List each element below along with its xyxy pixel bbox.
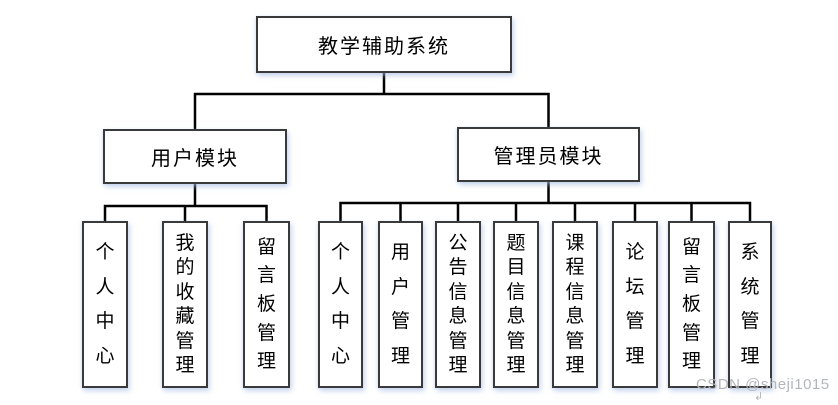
node-label-char: 留 xyxy=(256,235,276,258)
node-label-char: 理 xyxy=(175,354,195,377)
node-label-char: 人 xyxy=(330,275,350,298)
node-label-char: 课 xyxy=(565,231,585,254)
node-admin-announcement-info-management: 公告信息管理 xyxy=(435,221,481,388)
node-label-char: 人 xyxy=(95,275,115,298)
node-label-char: 户 xyxy=(390,275,410,298)
node-label-char: 目 xyxy=(506,256,526,279)
node-root: 教学辅助系统 xyxy=(256,16,512,73)
node-label-char: 系 xyxy=(740,241,760,264)
node-label-char: 信 xyxy=(506,280,526,303)
node-label-char: 理 xyxy=(506,354,526,377)
connector-root-to-modules xyxy=(193,71,550,132)
connector-user-module-children xyxy=(103,182,268,224)
node-label-char: 信 xyxy=(448,280,468,303)
node-label-char: 管 xyxy=(681,321,701,344)
node-label-char: 管 xyxy=(390,310,410,333)
node-admin-course-info-management: 课程信息管理 xyxy=(552,221,598,388)
node-user-favorites-management: 我的收藏管理 xyxy=(162,221,208,388)
node-admin-module: 管理员模块 xyxy=(457,127,640,182)
node-label-char: 藏 xyxy=(175,305,195,328)
node-label-char: 个 xyxy=(95,241,115,264)
node-label-char: 管 xyxy=(740,310,760,333)
node-label-char: 程 xyxy=(565,256,585,279)
node-admin-user-management: 用户管理 xyxy=(378,221,423,388)
node-label-char: 心 xyxy=(95,344,115,367)
node-label-char: 板 xyxy=(681,292,701,315)
node-label-char: 坛 xyxy=(625,275,645,298)
node-label-char: 理 xyxy=(681,350,701,373)
node-label-char: 板 xyxy=(256,292,276,315)
node-label-char: 理 xyxy=(448,354,468,377)
node-label-char: 告 xyxy=(448,256,468,279)
node-label-char: 管 xyxy=(448,329,468,352)
node-label-char: 题 xyxy=(506,231,526,254)
connector-admin-module-children xyxy=(339,180,752,224)
node-admin-personal-center: 个人中心 xyxy=(318,221,363,388)
node-label-char: 个 xyxy=(330,241,350,264)
node-label-char: 理 xyxy=(565,354,585,377)
node-user-personal-center: 个人中心 xyxy=(82,221,128,388)
node-label-char: 管 xyxy=(175,329,195,352)
node-admin-forum-management: 论坛管理 xyxy=(612,221,658,388)
watermark-text: CSDN @sheji1015 xyxy=(696,376,830,393)
node-label-char: 理 xyxy=(390,344,410,367)
node-label-char: 信 xyxy=(565,280,585,303)
node-label-char: 的 xyxy=(175,256,195,279)
node-admin-question-info-management: 题目信息管理 xyxy=(493,221,539,388)
node-label-char: 用 xyxy=(390,241,410,264)
node-label-char: 留 xyxy=(681,235,701,258)
node-admin-message-board-management: 留言板管理 xyxy=(668,221,715,388)
node-label-char: 我 xyxy=(175,231,195,254)
node-label-char: 息 xyxy=(506,305,526,328)
node-user-module-label: 用户模块 xyxy=(151,146,239,170)
node-admin-module-label: 管理员模块 xyxy=(493,144,604,168)
node-label-char: 论 xyxy=(625,241,645,264)
node-label-char: 理 xyxy=(256,350,276,373)
node-label-char: 言 xyxy=(256,264,276,287)
node-label-char: 收 xyxy=(175,280,195,303)
node-label-char: 理 xyxy=(740,344,760,367)
node-label-char: 理 xyxy=(625,344,645,367)
node-label-char: 息 xyxy=(565,305,585,328)
node-label-char: 中 xyxy=(330,310,350,333)
node-label-char: 公 xyxy=(448,231,468,254)
node-label-char: 管 xyxy=(256,321,276,344)
node-label-char: 言 xyxy=(681,264,701,287)
node-label-char: 中 xyxy=(95,310,115,333)
node-label-char: 管 xyxy=(625,310,645,333)
node-user-module: 用户模块 xyxy=(103,129,287,184)
node-label-char: 统 xyxy=(740,275,760,298)
node-root-label: 教学辅助系统 xyxy=(318,34,450,58)
node-admin-system-management: 系统管理 xyxy=(728,221,772,388)
node-label-char: 息 xyxy=(448,305,468,328)
node-label-char: 心 xyxy=(330,344,350,367)
node-user-message-board-management: 留言板管理 xyxy=(243,221,290,388)
watermark-arrow-icon: ↲ xyxy=(754,390,764,403)
node-label-char: 管 xyxy=(506,329,526,352)
node-label-char: 管 xyxy=(565,329,585,352)
